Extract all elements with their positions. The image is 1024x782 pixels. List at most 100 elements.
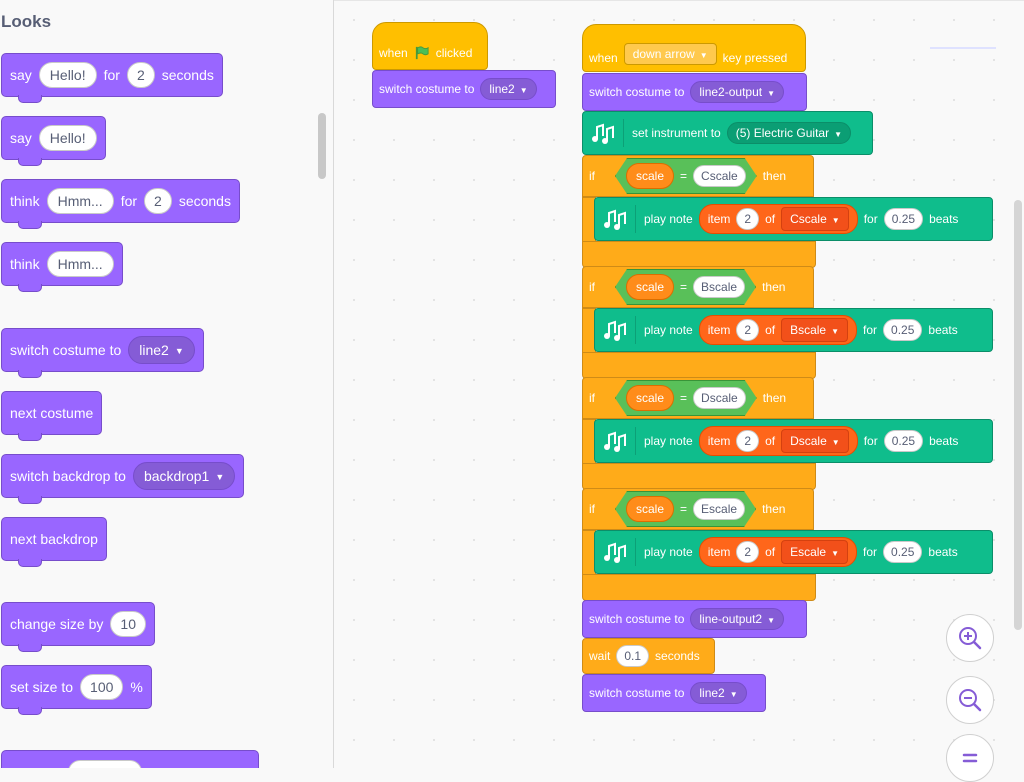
list-dropdown[interactable]: Bscale▼ xyxy=(781,318,849,342)
block-label: switch costume to xyxy=(589,686,685,700)
say-block[interactable]: say Hello! xyxy=(1,116,106,166)
play-note-block[interactable]: play note item 2 of Cscale▼ for 0.25 bea… xyxy=(594,197,993,241)
switch-costume-block[interactable]: switch costume to line2▼ xyxy=(1,328,204,378)
zoom-out-button[interactable] xyxy=(946,676,994,724)
switch-costume-block[interactable]: switch costume to line2-output▼ xyxy=(582,73,807,111)
costume-dropdown[interactable]: line2▼ xyxy=(690,682,747,704)
equals-sign: = xyxy=(680,280,688,294)
next-costume-block[interactable]: next costume xyxy=(1,391,103,441)
chevron-down-icon: ▼ xyxy=(767,616,776,625)
compare-input[interactable]: Cscale xyxy=(693,165,746,187)
index-input[interactable]: 2 xyxy=(736,541,760,563)
variable-reporter[interactable]: scale xyxy=(626,385,674,411)
index-input[interactable]: 2 xyxy=(736,430,760,452)
block-label: for xyxy=(103,67,120,83)
seconds-input[interactable]: 2 xyxy=(144,188,172,214)
item-of-list-reporter[interactable]: item 2 of Cscale▼ xyxy=(698,204,858,234)
next-backdrop-block[interactable]: next backdrop xyxy=(1,517,107,567)
when-flag-clicked-block[interactable]: when clicked xyxy=(372,22,488,70)
block-label: think xyxy=(10,193,40,209)
key-dropdown[interactable]: down arrow▼ xyxy=(623,43,717,65)
switch-costume-block[interactable]: switch costume to line-output2▼ xyxy=(582,600,807,638)
if-block-top[interactable]: if scale = Escale then xyxy=(582,488,814,530)
message-input[interactable]: Hmm... xyxy=(46,188,114,214)
block-label: play note xyxy=(644,545,693,559)
equals-operator[interactable]: scale = Escale xyxy=(615,491,756,527)
equals-operator[interactable]: scale = Cscale xyxy=(615,158,757,194)
block-label: of xyxy=(765,434,776,448)
chevron-down-icon: ▼ xyxy=(831,327,840,336)
list-dropdown[interactable]: Dscale▼ xyxy=(781,429,849,453)
index-input[interactable]: 2 xyxy=(736,208,760,230)
message-input[interactable]: Hello! xyxy=(38,62,97,88)
block-label: change size by xyxy=(10,616,104,632)
equals-operator[interactable]: scale = Bscale xyxy=(615,269,756,305)
if-block-top[interactable]: if scale = Cscale then xyxy=(582,155,814,197)
block-label: say xyxy=(10,67,32,83)
set-instrument-block[interactable]: set instrument to (5) Electric Guitar▼ xyxy=(582,111,873,155)
compare-input[interactable]: Dscale xyxy=(693,387,746,409)
partial-input[interactable] xyxy=(68,760,142,768)
variable-reporter[interactable]: scale xyxy=(626,163,674,189)
costume-dropdown[interactable]: line2▼ xyxy=(480,78,537,100)
index-input[interactable]: 2 xyxy=(736,319,760,341)
wait-seconds-input[interactable]: 0.1 xyxy=(616,645,650,667)
item-of-list-reporter[interactable]: item 2 of Escale▼ xyxy=(698,537,858,567)
size-change-input[interactable]: 10 xyxy=(110,611,146,637)
backdrop-dropdown[interactable]: backdrop1▼ xyxy=(132,462,236,490)
wait-block[interactable]: wait 0.1 seconds xyxy=(582,638,715,674)
equals-operator[interactable]: scale = Dscale xyxy=(615,380,757,416)
when-key-pressed-block[interactable]: when down arrow▼ key pressed xyxy=(582,24,806,72)
beats-input[interactable]: 0.25 xyxy=(883,541,923,563)
variable-reporter[interactable]: scale xyxy=(626,274,674,300)
if-block-bottom[interactable] xyxy=(582,574,816,601)
chevron-down-icon: ▼ xyxy=(174,346,184,356)
zoom-reset-button[interactable] xyxy=(946,734,994,782)
equals-sign: = xyxy=(680,502,688,516)
item-of-list-reporter[interactable]: item 2 of Dscale▼ xyxy=(698,426,858,456)
beats-input[interactable]: 0.25 xyxy=(883,208,924,230)
chevron-down-icon: ▼ xyxy=(831,216,840,225)
change-size-block[interactable]: change size by 10 xyxy=(1,602,155,652)
play-note-block[interactable]: play note item 2 of Escale▼ for 0.25 bea… xyxy=(594,530,993,574)
workspace-scrollbar[interactable] xyxy=(1014,200,1022,630)
instrument-dropdown[interactable]: (5) Electric Guitar▼ xyxy=(726,122,851,144)
costume-dropdown[interactable]: line2-output▼ xyxy=(690,81,785,103)
play-note-block[interactable]: play note item 2 of Dscale▼ for 0.25 bea… xyxy=(594,419,993,463)
switch-backdrop-block[interactable]: switch backdrop to backdrop1▼ xyxy=(1,454,245,504)
zoom-in-button[interactable] xyxy=(946,614,994,662)
beats-input[interactable]: 0.25 xyxy=(883,319,923,341)
item-of-list-reporter[interactable]: item 2 of Bscale▼ xyxy=(698,315,858,345)
switch-costume-block[interactable]: switch costume to line2▼ xyxy=(372,70,556,108)
message-input[interactable]: Hello! xyxy=(38,125,97,151)
compare-input[interactable]: Escale xyxy=(693,498,745,520)
block-label: when xyxy=(589,51,618,65)
if-block-top[interactable]: if scale = Bscale then xyxy=(582,266,814,308)
think-for-seconds-block[interactable]: think Hmm... for 2 seconds xyxy=(1,179,240,229)
seconds-input[interactable]: 2 xyxy=(126,62,155,88)
variable-reporter[interactable]: scale xyxy=(626,496,674,522)
think-block[interactable]: think Hmm... xyxy=(1,242,123,292)
beats-input[interactable]: 0.25 xyxy=(883,430,924,452)
size-input[interactable]: 100 xyxy=(80,674,124,700)
if-block-bottom[interactable] xyxy=(582,463,816,490)
list-dropdown[interactable]: Escale▼ xyxy=(781,540,849,564)
play-note-block[interactable]: play note item 2 of Bscale▼ for 0.25 bea… xyxy=(594,308,993,352)
message-input[interactable]: Hmm... xyxy=(46,251,114,277)
block-label: clicked xyxy=(435,46,473,60)
list-dropdown[interactable]: Cscale▼ xyxy=(781,207,849,231)
if-block-bottom[interactable] xyxy=(582,241,816,268)
costume-dropdown[interactable]: line-output2▼ xyxy=(690,608,785,630)
if-block-bottom[interactable] xyxy=(582,352,816,379)
costume-dropdown[interactable]: line2▼ xyxy=(128,336,195,364)
block-label: beats xyxy=(928,545,958,559)
palette-scrollbar[interactable] xyxy=(318,113,326,179)
say-for-seconds-block[interactable]: say Hello! for 2 seconds xyxy=(1,53,223,103)
switch-costume-block[interactable]: switch costume to line2▼ xyxy=(582,674,766,712)
partial-block[interactable] xyxy=(1,750,259,768)
block-label: beats xyxy=(928,323,958,337)
green-flag-icon xyxy=(415,46,429,60)
compare-input[interactable]: Bscale xyxy=(693,276,745,298)
if-block-top[interactable]: if scale = Dscale then xyxy=(582,377,814,419)
set-size-block[interactable]: set size to 100 % xyxy=(1,665,152,715)
